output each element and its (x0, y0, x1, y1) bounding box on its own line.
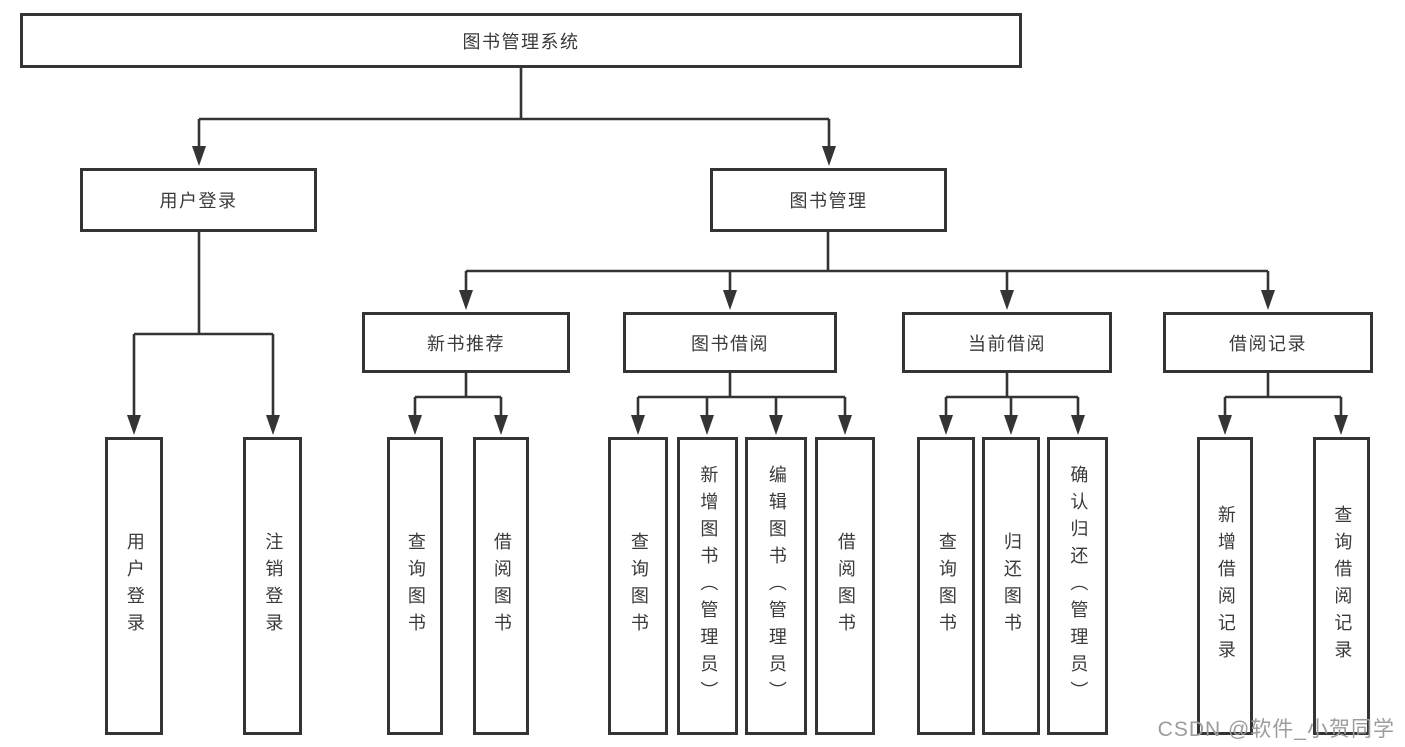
arrow-down-icon (1071, 415, 1085, 435)
leaf-query-books-recommend: 查询图书 (387, 437, 443, 735)
node-label: 新书推荐 (427, 333, 505, 354)
arrow-down-icon (1261, 290, 1275, 310)
node-label: 归还图书 (1001, 532, 1022, 640)
arrow-down-icon (494, 415, 508, 435)
connector-path (197, 68, 831, 147)
node-label: 确认归还（管理员） (1068, 464, 1089, 708)
connector-path (636, 373, 847, 416)
arrow-down-icon (1000, 290, 1014, 310)
leaf-logout: 注销登录 (243, 437, 302, 735)
node-borrow-records: 借阅记录 (1163, 312, 1373, 373)
connector-path (944, 373, 1080, 416)
node-label: 查询借阅记录 (1332, 505, 1353, 667)
arrow-down-icon (700, 415, 714, 435)
node-current-borrow: 当前借阅 (902, 312, 1112, 373)
arrow-down-icon (408, 415, 422, 435)
leaf-query-books-current: 查询图书 (917, 437, 975, 735)
arrow-down-icon (939, 415, 953, 435)
connector-path (1223, 373, 1343, 416)
leaf-borrow-books-recommend: 借阅图书 (473, 437, 529, 735)
leaf-confirm-return-admin: 确认归还（管理员） (1047, 437, 1108, 735)
arrow-down-icon (1334, 415, 1348, 435)
node-label: 借阅记录 (1229, 333, 1307, 354)
node-label: 图书借阅 (691, 333, 769, 354)
node-label: 借阅图书 (835, 532, 856, 640)
arrow-down-icon (822, 146, 836, 166)
arrow-down-icon (838, 415, 852, 435)
arrow-down-icon (723, 290, 737, 310)
arrow-down-icon (1218, 415, 1232, 435)
connector-path (413, 373, 503, 416)
arrow-down-icon (127, 415, 141, 435)
leaf-query-borrow-record: 查询借阅记录 (1313, 437, 1370, 735)
node-library-management-system: 图书管理系统 (20, 13, 1022, 68)
node-label: 新增借阅记录 (1215, 505, 1236, 667)
leaf-add-book-admin: 新增图书（管理员） (677, 437, 738, 735)
node-label: 借阅图书 (491, 532, 512, 640)
node-label: 查询图书 (936, 532, 957, 640)
leaf-user-login: 用户登录 (105, 437, 163, 735)
arrow-down-icon (266, 415, 280, 435)
arrow-down-icon (631, 415, 645, 435)
node-book-borrow: 图书借阅 (623, 312, 837, 373)
arrow-down-icon (769, 415, 783, 435)
node-label: 图书管理 (789, 191, 868, 211)
node-label: 编辑图书（管理员） (766, 464, 787, 708)
node-label: 用户登录 (159, 191, 238, 211)
connector-path (132, 232, 275, 416)
node-label: 用户登录 (124, 532, 145, 640)
node-new-book-recommend: 新书推荐 (362, 312, 570, 373)
node-label: 图书管理系统 (462, 31, 580, 52)
leaf-edit-book-admin: 编辑图书（管理员） (745, 437, 807, 735)
arrow-down-icon (192, 146, 206, 166)
node-label: 新增图书（管理员） (698, 464, 719, 708)
leaf-return-book: 归还图书 (982, 437, 1040, 735)
node-book-management: 图书管理 (710, 168, 947, 232)
leaf-borrow-books: 借阅图书 (815, 437, 875, 735)
node-label: 查询图书 (405, 532, 426, 640)
arrow-down-icon (459, 290, 473, 310)
node-label: 当前借阅 (968, 333, 1046, 354)
leaf-query-books-borrow: 查询图书 (608, 437, 668, 735)
connector-path (464, 232, 1270, 291)
node-user-login: 用户登录 (80, 168, 317, 232)
watermark: CSDN @软件_小贺同学 (1157, 718, 1395, 741)
node-label: 注销登录 (263, 532, 284, 640)
node-label: 查询图书 (628, 532, 649, 640)
leaf-add-borrow-record: 新增借阅记录 (1197, 437, 1253, 735)
arrow-down-icon (1004, 415, 1018, 435)
